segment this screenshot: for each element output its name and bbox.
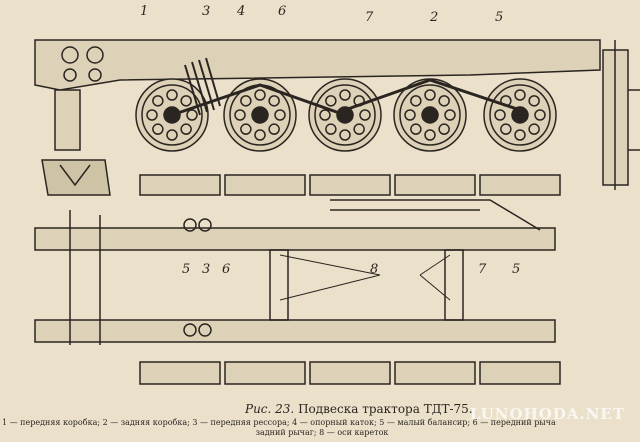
road-wheel bbox=[223, 78, 297, 152]
right-detail bbox=[602, 40, 640, 190]
track-link bbox=[224, 361, 306, 385]
label-4: 4 bbox=[237, 4, 246, 19]
figure-caption: Рис. 23. Подвеска трактора ТДТ-75. bbox=[245, 402, 473, 416]
label-plan-8: 8 bbox=[370, 262, 379, 277]
road-wheel bbox=[483, 78, 557, 152]
label-3: 3 bbox=[202, 4, 211, 19]
figure-title: Подвеска трактора ТДТ-75. bbox=[298, 402, 473, 416]
road-wheels bbox=[135, 78, 557, 152]
label-7: 7 bbox=[365, 10, 374, 25]
label-plan-5b: 5 bbox=[512, 262, 521, 277]
legend-line-1: 1 — передняя коробка; 2 — задняя коробка… bbox=[2, 418, 556, 427]
label-1: 1 bbox=[140, 4, 149, 19]
track-link bbox=[394, 361, 476, 385]
legend-line-2: задний рычаг; 8 — оси кареток bbox=[255, 428, 389, 437]
track-link bbox=[224, 174, 306, 196]
track-link bbox=[309, 361, 391, 385]
figure-legend: 1 — передняя коробка; 2 — задняя коробка… bbox=[2, 418, 640, 438]
track-link bbox=[139, 174, 221, 196]
label-plan-7: 7 bbox=[478, 262, 487, 277]
track-link bbox=[479, 174, 561, 196]
track-links-side bbox=[139, 174, 561, 196]
inset-detail bbox=[41, 89, 111, 196]
plan-view bbox=[34, 199, 556, 345]
track-link bbox=[309, 174, 391, 196]
figure-number: Рис. 23. bbox=[245, 402, 295, 416]
watermark: LUNOHODA.NET bbox=[470, 405, 625, 423]
frame-side-view bbox=[34, 39, 601, 91]
label-6: 6 bbox=[278, 4, 287, 19]
label-5: 5 bbox=[495, 10, 504, 25]
label-plan-6: 6 bbox=[222, 262, 231, 277]
label-plan-5: 5 bbox=[182, 262, 191, 277]
balancer-arms bbox=[171, 78, 521, 117]
track-link bbox=[394, 174, 476, 196]
label-2: 2 bbox=[430, 10, 439, 25]
track-link bbox=[479, 361, 561, 385]
spring bbox=[184, 57, 221, 116]
track-links-plan bbox=[139, 361, 561, 385]
track-link bbox=[139, 361, 221, 385]
label-plan-3: 3 bbox=[202, 262, 211, 277]
